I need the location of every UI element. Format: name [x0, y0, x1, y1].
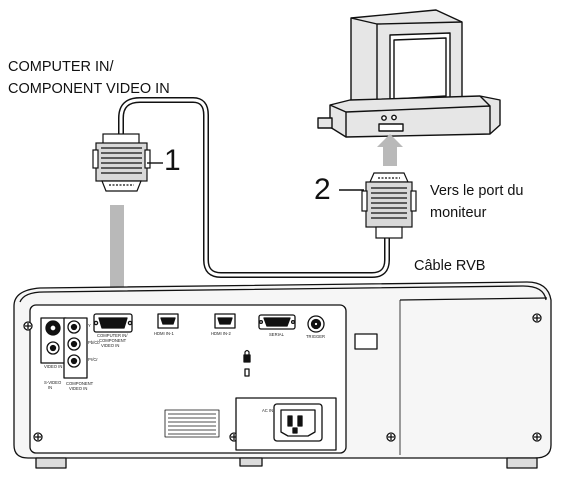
- panel-label-computer-in-1: COMPUTER IN/: [97, 333, 128, 338]
- panel-label-component-2: VIDEO IN: [69, 386, 87, 391]
- panel-label-ac-in: AC IN: [262, 408, 273, 413]
- panel-label-hdmi-1: HDMI IN-1: [154, 331, 174, 336]
- vga-connector-2-icon: [361, 172, 417, 239]
- callout-1: 1: [164, 144, 181, 177]
- computer-base-icon: [317, 95, 501, 138]
- projector-illustration: [13, 281, 552, 469]
- panel-label-pr: Pr/Cr: [88, 357, 98, 362]
- panel-label-s-video-1: S-VIDEO: [44, 380, 62, 385]
- panel-label-component-1: COMPONENT: [66, 381, 94, 386]
- callout-2: 2: [314, 173, 331, 206]
- panel-port-labels: VIDEO IN S-VIDEO IN COMPUTER IN/ COMPONE…: [44, 323, 325, 413]
- panel-label-hdmi-2: HDMI IN-2: [211, 331, 231, 336]
- panel-label-pb: Pb/Cb: [88, 340, 100, 345]
- rgb-cable: [118, 97, 390, 278]
- computer-in-label-line1: COMPUTER IN/: [8, 59, 114, 75]
- connection-guide-bar: [110, 205, 124, 313]
- monitor-port-label-line2: moniteur: [430, 205, 487, 221]
- panel-label-trigger: TRIGGER: [306, 334, 325, 339]
- panel-label-y: Y: [88, 323, 91, 328]
- panel-label-serial: SERIAL: [269, 332, 285, 337]
- rgb-cable-label: Câble RVB: [414, 258, 486, 274]
- monitor-port-label-line1: Vers le port du: [430, 183, 524, 199]
- computer-in-label-line2: COMPONENT VIDEO IN: [8, 81, 170, 97]
- computer-illustration: [317, 9, 501, 138]
- connect-arrow-icon: [377, 134, 403, 166]
- panel-label-video-in: VIDEO IN: [44, 364, 62, 369]
- vga-connector-1-icon: [92, 133, 151, 192]
- security-lock-icon: [243, 349, 251, 377]
- panel-label-s-video-2: IN: [48, 385, 52, 390]
- panel-label-computer-in-3: VIDEO IN: [101, 343, 119, 348]
- panel-label-computer-in-2: COMPONENT: [99, 338, 127, 343]
